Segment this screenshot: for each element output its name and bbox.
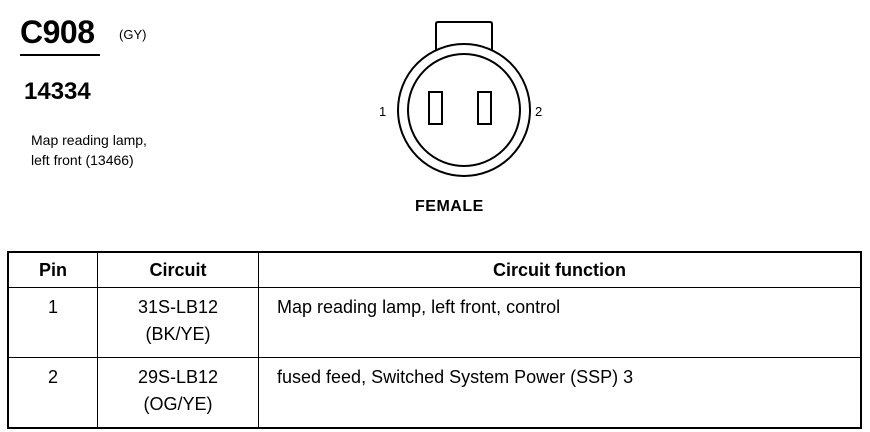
connector-outer-ring <box>397 43 531 177</box>
circuit-cell: 29S-LB12 (OG/YE) <box>97 357 259 429</box>
connector-latch <box>435 21 493 50</box>
circuit-cell: 31S-LB12 (BK/YE) <box>97 287 259 358</box>
connector-description: Map reading lamp, left front (13466) <box>31 130 147 170</box>
pinout-table: Pin Circuit Circuit function 1 31S-LB12 … <box>7 251 862 429</box>
wire-color: (BK/YE) <box>145 324 211 344</box>
circuit-number: 29S-LB12 <box>137 367 219 387</box>
header-pin: Pin <box>7 251 98 288</box>
connector-inner-ring <box>407 53 521 167</box>
table-row: 1 31S-LB12 (BK/YE) Map reading lamp, lef… <box>7 287 862 358</box>
function-cell: fused feed, Switched System Power (SSP) … <box>258 357 862 429</box>
connector-gender: FEMALE <box>415 198 484 215</box>
circuit-number: 31S-LB12 <box>137 297 219 317</box>
wire-color: (OG/YE) <box>143 394 213 414</box>
header-circuit: Circuit <box>97 251 259 288</box>
pin-cell: 2 <box>7 357 98 429</box>
pin-label-2: 2 <box>535 104 543 119</box>
connector-code: C908 <box>20 14 95 50</box>
description-line-2: left front (13466) <box>31 152 134 168</box>
pin-label-1: 1 <box>379 104 387 119</box>
connector-code-underline <box>20 54 100 56</box>
connector-face-diagram <box>397 21 531 177</box>
color-code: (GY) <box>119 27 147 42</box>
table-header-row: Pin Circuit Circuit function <box>7 251 862 288</box>
table-row: 2 29S-LB12 (OG/YE) fused feed, Switched … <box>7 357 862 429</box>
pin-cell: 1 <box>7 287 98 358</box>
pin-1-socket <box>428 91 443 125</box>
part-number: 14334 <box>24 78 91 105</box>
function-cell: Map reading lamp, left front, control <box>258 287 862 358</box>
pin-2-socket <box>477 91 492 125</box>
header-function: Circuit function <box>258 251 862 288</box>
description-line-1: Map reading lamp, <box>31 132 147 148</box>
